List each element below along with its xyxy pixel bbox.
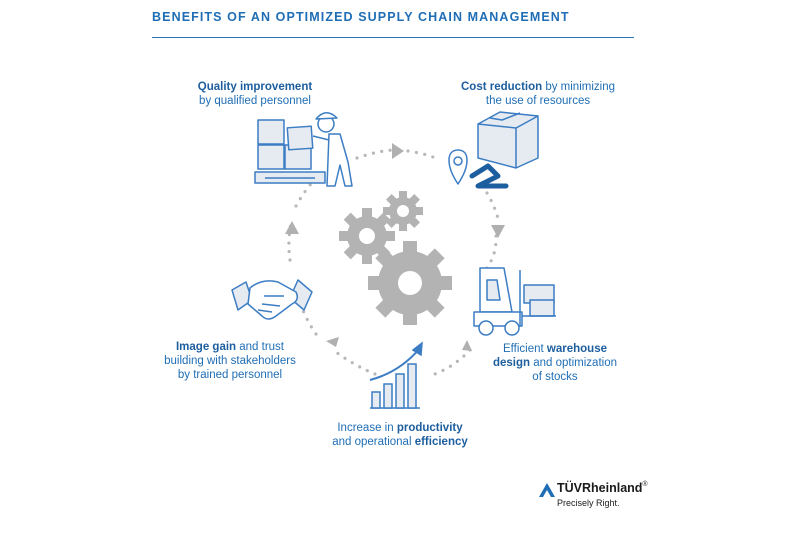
benefit-quality-label: Quality improvement by qualified personn…	[197, 81, 313, 107]
benefit-warehouse-label: Efficient warehouse design and optimizat…	[492, 343, 617, 383]
benefit-cost-label: Cost reduction by minimizing the use of …	[461, 81, 615, 107]
box-with-location-pin-icon	[448, 111, 539, 189]
growth-bar-chart-icon	[369, 341, 423, 409]
forklift-icon	[473, 267, 556, 336]
benefit-image-label: Image gain and trust building with stake…	[164, 341, 296, 381]
tuv-logo-tagline: Precisely Right.	[557, 498, 620, 508]
tuv-logo-icon	[539, 483, 555, 497]
benefit-productivity-label: Increase in productivity and operational…	[332, 422, 468, 448]
gears-icon	[339, 191, 452, 325]
worker-with-boxes-icon	[254, 112, 353, 187]
page-title: BENEFITS OF AN OPTIMIZED SUPPLY CHAIN MA…	[152, 10, 570, 24]
tuv-logo-name: TÜVRheinland®	[557, 481, 648, 495]
cycle-arrows	[285, 143, 505, 351]
handshake-icon	[231, 279, 313, 320]
title-divider	[152, 37, 634, 38]
